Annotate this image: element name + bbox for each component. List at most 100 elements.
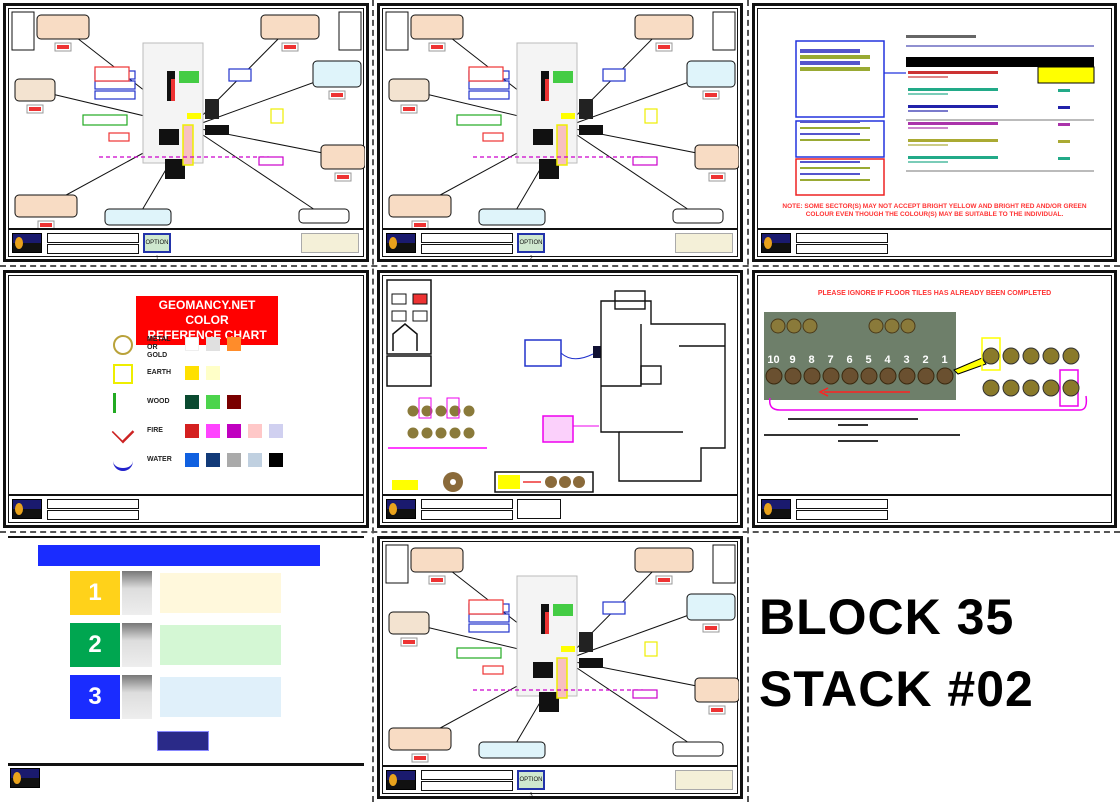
analysis-row-sub <box>908 127 948 129</box>
qr-code <box>385 544 409 584</box>
element-marker-fill <box>705 93 717 97</box>
room-block <box>179 71 199 83</box>
footer-note-box <box>675 233 733 253</box>
sector-callout <box>410 14 464 40</box>
coin <box>917 367 935 385</box>
sector-callout <box>104 208 172 226</box>
geomancy-logo <box>157 731 209 751</box>
sector-callout <box>686 60 736 88</box>
element-label: FIRE <box>147 427 163 434</box>
coin <box>463 427 475 439</box>
sector-callout <box>388 78 430 102</box>
map-page-option-3[interactable]: OPTION 3 <box>374 533 746 802</box>
analysis-element <box>1058 157 1070 160</box>
block-stack-label: BLOCK 35 STACK #02 <box>749 533 1120 802</box>
sector-callout <box>410 547 464 573</box>
analysis-text-line <box>800 61 860 63</box>
geomancy-logo <box>12 499 42 519</box>
sector-callout <box>388 727 452 751</box>
element-analysis-page[interactable]: NOTE: SOME SECTOR(S) MAY NOT ACCEPT BRIG… <box>749 0 1120 265</box>
analysis-row <box>908 88 998 91</box>
room-block <box>159 129 179 145</box>
color-swatch <box>206 337 220 351</box>
element-marker-fill <box>705 626 717 630</box>
footer-subtitle-box <box>796 244 888 254</box>
footer-title-box <box>796 499 888 509</box>
analysis-text-line <box>800 167 870 169</box>
analysis-text-line <box>800 55 870 57</box>
footer-subtitle-box <box>47 244 139 254</box>
water-icon <box>113 451 133 471</box>
footer-note-box <box>301 233 359 253</box>
color-swatch <box>185 453 199 467</box>
sector-callout <box>634 547 694 573</box>
geomancy-logo <box>12 233 42 253</box>
room-block <box>539 692 559 712</box>
footer-note-box <box>675 770 733 790</box>
label-box <box>602 68 626 82</box>
label-box <box>482 665 504 675</box>
highlight-zone <box>556 657 568 699</box>
step-description <box>160 677 281 717</box>
analysis-text-line <box>800 63 860 65</box>
map-page-option-1[interactable]: OPTION 1 <box>0 0 372 265</box>
sector-callout <box>694 677 739 703</box>
connector-line <box>190 126 325 217</box>
analysis-text-line <box>800 127 870 129</box>
tile-number: 3 <box>903 354 910 366</box>
floor-plan-map <box>385 11 739 230</box>
element-marker-fill <box>431 578 443 582</box>
label-box <box>468 599 504 615</box>
floor-plan-coins-page[interactable] <box>374 267 746 531</box>
coin <box>879 367 897 385</box>
coin <box>421 427 433 439</box>
coin <box>1002 347 1020 365</box>
label-box <box>632 689 658 699</box>
coin <box>884 318 900 334</box>
color-chart-title: GEOMANCY.NET COLOR REFERENCE CHART <box>136 296 278 345</box>
page-footer <box>758 494 1111 522</box>
analysis-element <box>1058 106 1070 109</box>
color-swatch <box>227 395 241 409</box>
analysis-row-sub <box>908 110 948 112</box>
element-marker-fill <box>40 223 52 227</box>
floor-plan-map <box>11 11 365 230</box>
step-photo <box>122 571 152 615</box>
sector-callout <box>298 208 350 224</box>
page-divider <box>747 0 749 802</box>
sector-callout <box>694 144 739 170</box>
color-swatch <box>185 395 199 409</box>
tile-number: 6 <box>846 354 853 366</box>
metal-icon <box>113 335 133 355</box>
analysis-table <box>795 35 1095 196</box>
room-block <box>533 662 553 678</box>
analysis-text-line <box>800 173 860 175</box>
label-box <box>632 156 658 166</box>
room-block <box>533 129 553 145</box>
qr-code <box>385 11 409 51</box>
floor-tiles-page[interactable]: PLEASE IGNORE IF FLOOR TILES HAS ALREADY… <box>749 267 1120 531</box>
analysis-row <box>908 156 998 159</box>
color-reference-page[interactable]: GEOMANCY.NET COLOR REFERENCE CHART METAL… <box>0 267 372 531</box>
page-footer <box>758 228 1111 256</box>
analysis-text-line <box>800 139 870 141</box>
tile-number: 8 <box>808 354 815 366</box>
geomancy-logo <box>761 233 791 253</box>
step-number-2: 2 <box>70 623 120 667</box>
title-line-1: GEOMANCY.NET COLOR <box>158 298 256 327</box>
element-row-earth: EARTH <box>9 360 363 390</box>
label-box <box>108 132 130 142</box>
room-block <box>545 79 549 101</box>
sector-callout <box>478 741 546 759</box>
tile-number: 1 <box>941 354 948 366</box>
label-box <box>644 108 658 124</box>
coin <box>982 347 1000 365</box>
element-label: METAL OR GOLD <box>147 336 171 359</box>
tile-number: 4 <box>884 354 891 366</box>
geomancy-logo <box>386 233 416 253</box>
step-description <box>160 625 281 665</box>
label-box <box>468 623 510 633</box>
map-page-option-2[interactable]: OPTION 2 <box>374 0 746 265</box>
tile-number: 9 <box>789 354 796 366</box>
